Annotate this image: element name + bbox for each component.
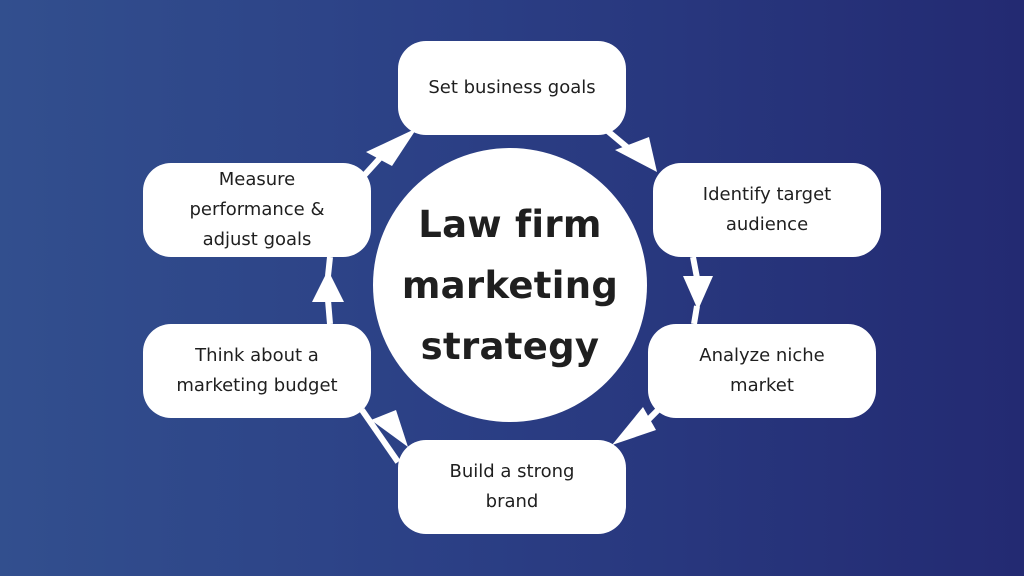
arrowhead-5 <box>312 270 344 302</box>
step-label: Build a strong brand <box>449 461 575 512</box>
connector-4 <box>359 408 401 464</box>
arrowhead-2 <box>683 276 713 310</box>
connector-5 <box>325 299 333 325</box>
center-circle: Law firm marketing strategy <box>373 148 647 422</box>
arrowhead-4 <box>371 410 408 447</box>
step-build-strong-brand: Build a strong brand <box>398 440 626 534</box>
connector-5b <box>325 256 333 277</box>
connector-2b <box>691 305 700 325</box>
step-label: Set business goals <box>428 77 596 98</box>
center-title: Law firm marketing strategy <box>401 202 619 368</box>
arrowhead-6 <box>366 128 417 166</box>
step-measure-performance: Measure performance & adjust goals <box>143 163 371 257</box>
arrowhead-1 <box>615 137 657 172</box>
step-marketing-budget: Think about a marketing budget <box>143 324 371 418</box>
step-label: Identify target audience <box>702 184 832 235</box>
step-label: Analyze niche market <box>699 345 825 396</box>
step-label: Measure performance & adjust goals <box>189 169 325 250</box>
step-label: Think about a marketing budget <box>176 345 338 396</box>
step-set-business-goals: Set business goals <box>398 41 626 135</box>
arrowhead-3 <box>612 407 656 445</box>
step-identify-target-audience: Identify target audience <box>653 163 881 257</box>
step-analyze-niche-market: Analyze niche market <box>648 324 876 418</box>
connector-2 <box>690 256 700 279</box>
